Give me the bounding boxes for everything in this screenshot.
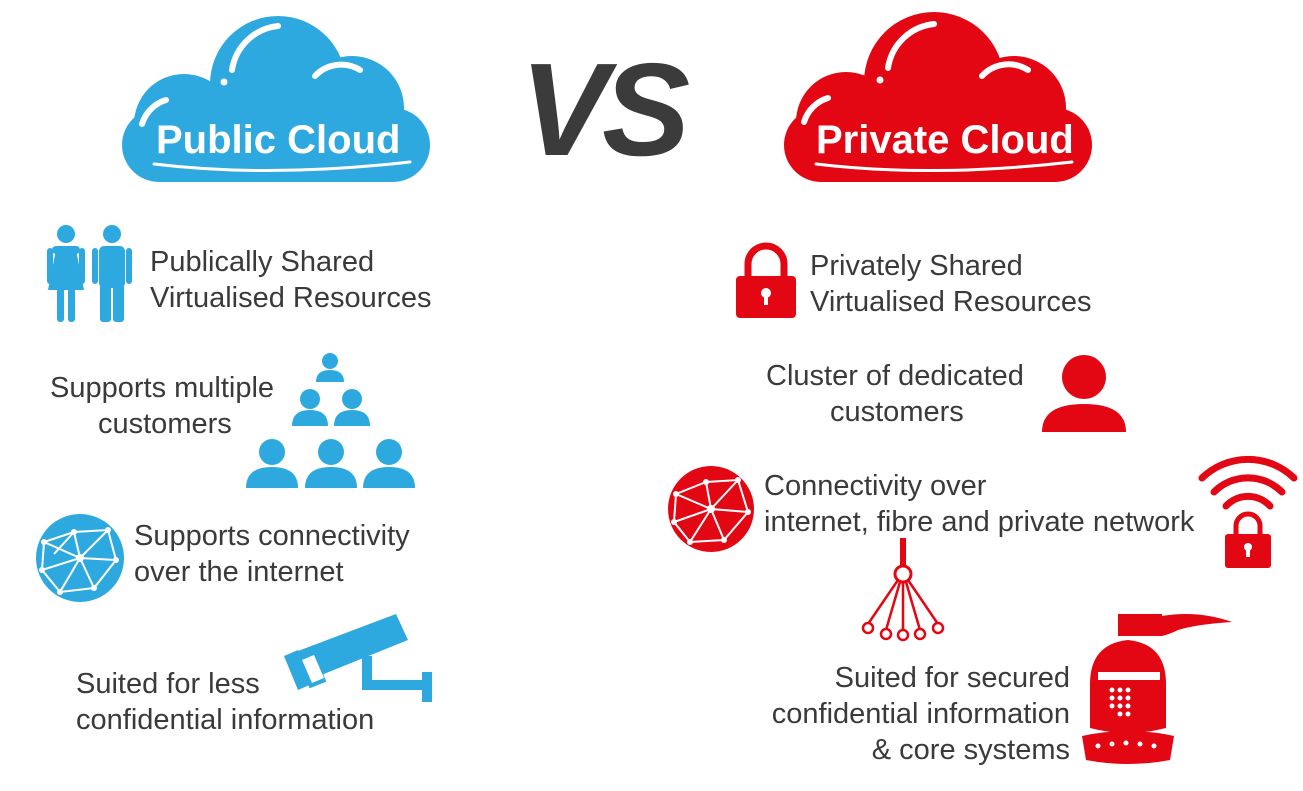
security-camera-icon (284, 610, 440, 710)
cloud-icon (784, 12, 1092, 182)
wifi-lock-icon (1198, 452, 1298, 570)
public-cloud-title: Public Cloud (156, 118, 401, 162)
private-cloud-badge: Private Cloud (782, 10, 1094, 182)
padlock-icon (734, 240, 798, 320)
text-line: Publically Shared (150, 246, 375, 278)
text-line: Suited for less (76, 668, 260, 700)
private-item-connectivity: Connectivity over internet, fibre and pr… (764, 468, 1194, 540)
private-item-shared-resources: Privately Shared Virtualised Resources (810, 248, 1092, 320)
text-line: Virtualised Resources (150, 282, 432, 314)
text-line: Supports connectivity (134, 520, 410, 552)
knight-helmet-icon (1078, 610, 1238, 770)
text-line: Supports multiple (50, 372, 275, 404)
person-icon (1040, 354, 1128, 432)
public-cloud-badge: Public Cloud (120, 12, 432, 182)
text-line: Cluster of dedicated (766, 360, 1024, 392)
text-line: Suited for secured (834, 662, 1070, 694)
text-line: Connectivity over (764, 470, 987, 502)
private-item-secured-confidential: Suited for secured confidential informat… (736, 660, 1070, 768)
text-line: customers (830, 396, 964, 428)
private-cloud-title: Private Cloud (816, 118, 1074, 162)
text-line: internet, fibre and private network (764, 506, 1195, 538)
text-line: customers (98, 408, 232, 440)
globe-network-icon (666, 464, 756, 554)
public-item-connectivity: Supports connectivity over the internet (134, 518, 410, 590)
public-item-less-confidential: Suited for less confidential information (76, 666, 374, 738)
fibre-optic-icon (858, 538, 948, 642)
public-item-multiple-customers: Supports multiple customers (50, 370, 274, 442)
private-item-dedicated-customers: Cluster of dedicated customers (766, 358, 1036, 430)
user-pyramid-icon (244, 352, 418, 490)
vs-label: VS (520, 36, 690, 183)
text-line: Privately Shared (810, 250, 1023, 282)
text-line: & core systems (871, 734, 1070, 766)
cloud-icon (122, 16, 430, 182)
text-line: Virtualised Resources (810, 286, 1092, 318)
text-line: over the internet (134, 556, 344, 588)
globe-network-icon (34, 512, 126, 604)
people-icon (44, 224, 134, 324)
text-line: confidential information (771, 698, 1070, 730)
public-item-shared-resources: Publically Shared Virtualised Resources (150, 244, 432, 316)
text-line: confidential information (76, 704, 375, 736)
